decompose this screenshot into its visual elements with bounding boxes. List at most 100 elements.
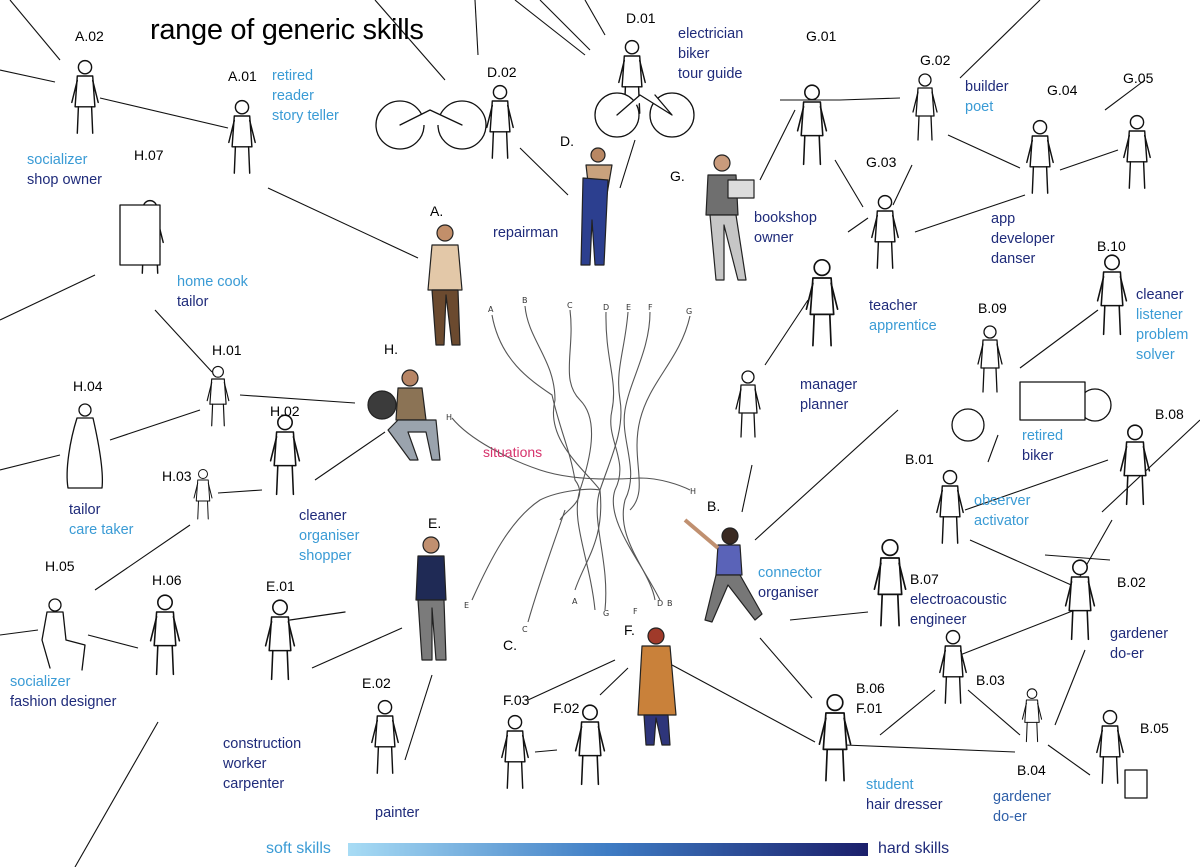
code-g04: G.04: [1047, 82, 1078, 98]
code-e01: E.01: [266, 578, 295, 594]
person-observer-unlabeled-icon: [735, 370, 761, 438]
code-e: E.: [428, 515, 442, 531]
code-c: C.: [503, 637, 517, 653]
code-b08: B.08: [1155, 406, 1184, 422]
label-a02: socializer shop owner: [27, 152, 102, 188]
person-e02-icon: [371, 699, 399, 774]
label-d: repairman: [493, 225, 559, 241]
stream-letter-e: E: [626, 303, 631, 312]
code-a02: A.02: [75, 28, 104, 44]
code-a: A.: [430, 203, 444, 219]
label-b: connector organiser: [758, 565, 822, 601]
person-h06-icon: [149, 594, 181, 676]
person-a-icon: [427, 224, 463, 346]
stream-letter-side-e: E: [464, 601, 469, 610]
code-b01: B.01: [905, 451, 934, 467]
label-g03: teacher apprentice: [869, 298, 937, 334]
label-b10: cleaner listener problem solver: [1136, 287, 1189, 363]
person-b10-icon: [1096, 254, 1128, 336]
label-h02: cleaner organiser shopper: [299, 508, 360, 564]
code-b03: B.03: [976, 672, 1005, 688]
code-b09: B.09: [978, 300, 1007, 316]
stream-letter-d: D: [603, 303, 609, 312]
label-b04: gardener do-er: [993, 789, 1052, 825]
person-f-icon: [637, 627, 677, 746]
code-e02: E.02: [362, 675, 391, 691]
hard-skills-label: hard skills: [878, 840, 950, 857]
code-a01: A.01: [228, 68, 257, 84]
person-h05-icon: [41, 598, 86, 671]
person-h-icon: [367, 369, 441, 461]
person-a02-icon: [71, 59, 99, 134]
code-b07: B.07: [910, 571, 939, 587]
code-b: B.: [707, 498, 721, 514]
person-b08-icon: [1119, 424, 1151, 506]
person-g04-icon: [1026, 119, 1054, 194]
code-d01: D.01: [626, 10, 656, 26]
person-g-icon: [705, 154, 755, 281]
code-d02: D.02: [487, 64, 517, 80]
label-manager: manager planner: [800, 377, 858, 413]
label-b02: gardener do-er: [1110, 626, 1169, 662]
person-h01-icon: [206, 365, 230, 427]
code-h: H.: [384, 341, 398, 357]
label-g: bookshop owner: [754, 210, 817, 246]
code-b04: B.04: [1017, 762, 1046, 778]
label-f01: student hair dresser: [866, 777, 943, 813]
label-h04: tailor care taker: [69, 502, 134, 538]
label-e01: construction worker carpenter: [223, 736, 302, 792]
stream-letter-side-b: B: [667, 599, 673, 608]
stream-letter-side-h2: H: [690, 487, 696, 496]
stream-letter-side-d: D: [657, 599, 663, 608]
code-f03: F.03: [503, 692, 530, 708]
code-g01: G.01: [806, 28, 837, 44]
code-g: G.: [670, 168, 685, 184]
person-g05-icon: [1123, 114, 1151, 189]
person-d01-icon: [594, 39, 695, 138]
person-d-icon: [580, 147, 613, 266]
code-f: F.: [624, 622, 635, 638]
person-e-icon: [415, 536, 447, 661]
code-h02: H.02: [270, 403, 300, 419]
stream-letter-side-c: C: [522, 625, 528, 634]
code-f01: F.01: [856, 700, 883, 716]
stream-letter-g: G: [686, 307, 692, 316]
person-manager-icon: [805, 258, 839, 347]
person-d02-icon: [375, 84, 514, 159]
code-h05: H.05: [45, 558, 75, 574]
code-h03: H.03: [162, 468, 192, 484]
person-g01-icon: [796, 84, 828, 166]
label-g04: app developer danser: [991, 211, 1055, 267]
person-h03-icon: [193, 469, 213, 520]
person-b04-icon: [1021, 688, 1043, 743]
person-h07-icon: [119, 199, 164, 274]
code-b02: B.02: [1117, 574, 1146, 590]
label-b07: electroacoustic engineer: [910, 592, 1007, 628]
label-g02: builder poet: [965, 79, 1009, 115]
stream-letter-a: A: [488, 305, 494, 314]
label-h05: socializer fashion designer: [10, 674, 117, 710]
person-b01-icon: [936, 469, 964, 544]
label-b01: observer activator: [974, 493, 1031, 529]
person-b07-icon: [873, 538, 907, 627]
code-b06: B.06: [856, 680, 885, 696]
person-e01-icon: [264, 599, 346, 681]
person-b05-icon: [1096, 709, 1148, 799]
person-b09-icon: [951, 325, 1112, 442]
person-b02-icon: [1064, 559, 1096, 641]
stream-letter-side-a: A: [572, 597, 578, 606]
soft-skills-label: soft skills: [266, 840, 331, 857]
code-g02: G.02: [920, 52, 951, 68]
code-g03: G.03: [866, 154, 897, 170]
stream-letter-f: F: [648, 303, 653, 312]
person-g03-icon: [871, 194, 899, 269]
page-title: range of generic skills: [150, 14, 424, 46]
label-a01: retired reader story teller: [272, 68, 339, 124]
stream-letter-side-g: G: [603, 609, 609, 618]
person-g02-icon: [912, 73, 938, 141]
code-b10: B.10: [1097, 238, 1126, 254]
code-g05: G.05: [1123, 70, 1154, 86]
